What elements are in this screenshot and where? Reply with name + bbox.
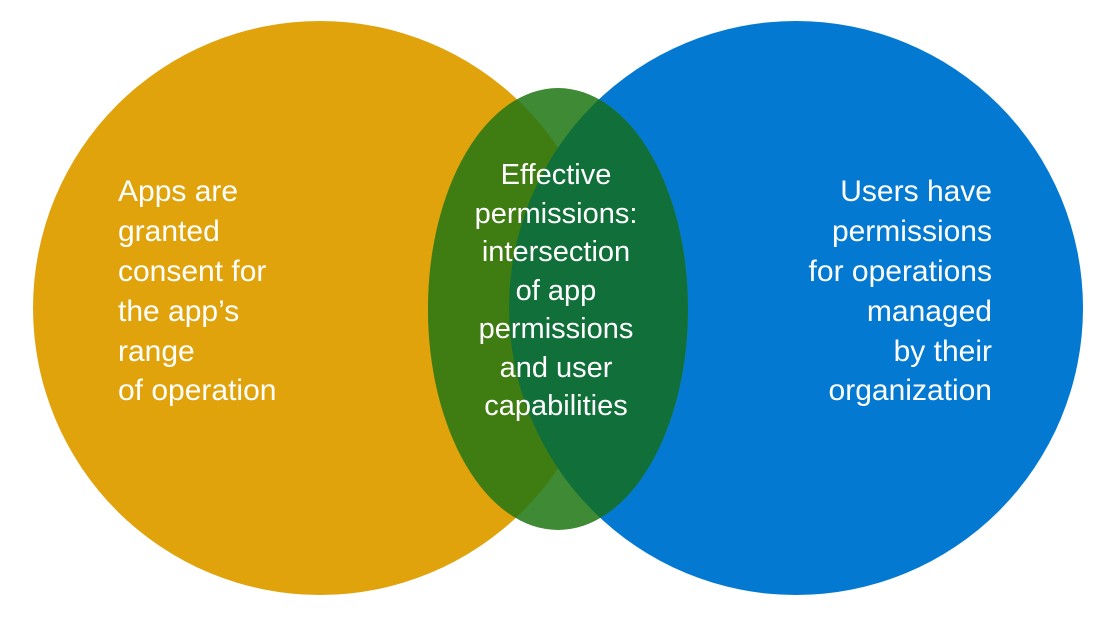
- overlap-green-blue: [509, 88, 688, 530]
- overlap-green-orange: [428, 88, 607, 530]
